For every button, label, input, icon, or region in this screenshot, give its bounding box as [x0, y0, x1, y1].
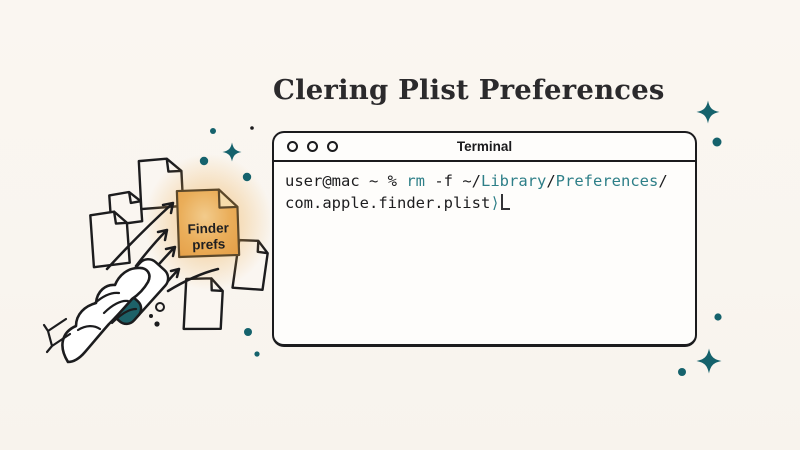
note-label-line1: Finder	[187, 220, 229, 236]
sparkle-icon	[696, 100, 720, 124]
prompt-text: user@mac ~ %	[285, 172, 407, 190]
prompt-chevron: ⟩	[490, 194, 500, 212]
command-line-1: user@mac ~ % rm -f ~/Library/Preferences…	[285, 171, 684, 192]
accent-dot	[242, 172, 252, 182]
command-text: /	[658, 172, 668, 190]
terminal-content: user@mac ~ % rm -f ~/Library/Preferences…	[274, 162, 695, 223]
note-fold	[217, 188, 239, 209]
file-icon	[108, 190, 144, 227]
accent-dot	[210, 128, 216, 134]
arrow-icon	[105, 201, 175, 271]
command-text: -f ~/	[425, 172, 481, 190]
accent-dot	[254, 351, 260, 357]
motion-line	[166, 267, 220, 293]
finger-line	[93, 291, 121, 305]
command-text: com.apple.finder.plist	[285, 194, 491, 212]
command-text: Preferences	[555, 172, 659, 190]
accent-dot	[199, 156, 209, 166]
note-label-line2: prefs	[192, 236, 226, 252]
terminal-title: Terminal	[456, 139, 513, 154]
terminal-window: Terminal user@mac ~ % rm -f ~/Library/Pr…	[272, 131, 697, 347]
accent-dot	[714, 313, 722, 321]
thumb-line	[76, 325, 102, 332]
accent-dot	[712, 137, 722, 147]
maximize-button[interactable]	[327, 141, 338, 152]
sleeve-cuff	[42, 317, 72, 354]
window-controls	[287, 141, 338, 152]
finger-line	[110, 307, 138, 325]
accent-dot	[250, 126, 254, 130]
accent-dot	[678, 368, 686, 376]
crumb-dot	[155, 302, 165, 312]
accent-dot	[244, 328, 252, 336]
sparkle-icon	[696, 348, 722, 374]
minimize-button[interactable]	[307, 141, 318, 152]
file-icon	[89, 210, 131, 269]
terminal-titlebar: Terminal	[274, 133, 695, 162]
text-cursor	[500, 194, 510, 210]
command-text: Library	[481, 172, 547, 190]
command-text: /	[546, 172, 556, 190]
crumb-dot	[154, 321, 160, 327]
sparkle-icon	[222, 142, 242, 162]
hand	[61, 266, 151, 364]
close-button[interactable]	[287, 141, 298, 152]
finger-line	[102, 299, 130, 315]
command-text: rm	[406, 172, 425, 190]
page-title: Clering Plist Preferences	[273, 74, 665, 106]
crumb-dot	[149, 314, 153, 318]
command-line-2: com.apple.finder.plist⟩	[285, 192, 684, 214]
